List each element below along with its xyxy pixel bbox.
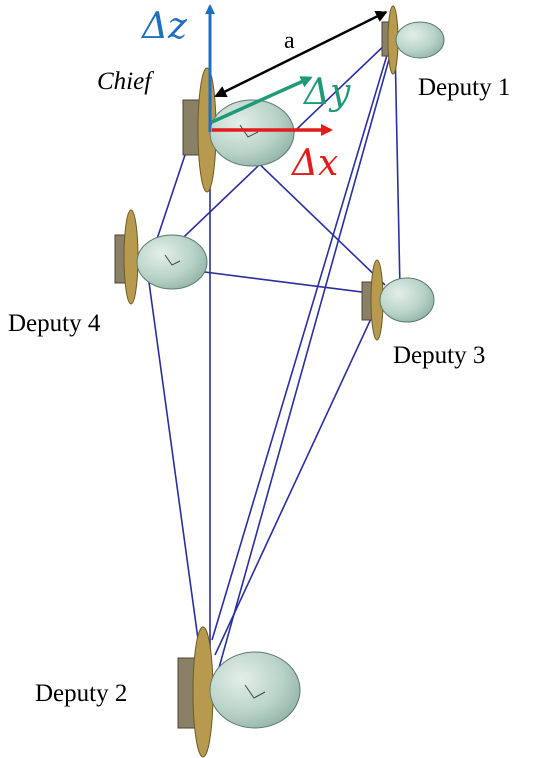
deputy1-spacecraft [381, 5, 445, 75]
link-deputy1-deputy2-b [209, 44, 394, 701]
deputy4-label: Deputy 4 [8, 310, 101, 337]
deputy3-label: Deputy 3 [393, 342, 486, 369]
link-deputy1-deputy3 [394, 44, 401, 291]
dx-axis-label: Δx [292, 143, 339, 184]
deputy1-label: Deputy 1 [418, 74, 511, 101]
deputy3-spacecraft [361, 259, 435, 341]
dz-axis-label: Δz [142, 6, 187, 47]
deputy2-spacecraft [177, 626, 301, 758]
dy-axis-label: Δy [304, 72, 351, 113]
chief-label: Chief [97, 68, 152, 95]
separation-label: a [284, 28, 295, 54]
separation-arrow [214, 10, 388, 98]
link-chief-deputy3 [249, 154, 386, 286]
deputy2-label: Deputy 2 [35, 680, 128, 707]
link-deputy3-deputy2 [214, 294, 383, 656]
link-deputy4-deputy2 [147, 274, 206, 691]
deputy4-spacecraft [114, 209, 208, 305]
link-deputy1-deputy2-a [211, 44, 391, 641]
